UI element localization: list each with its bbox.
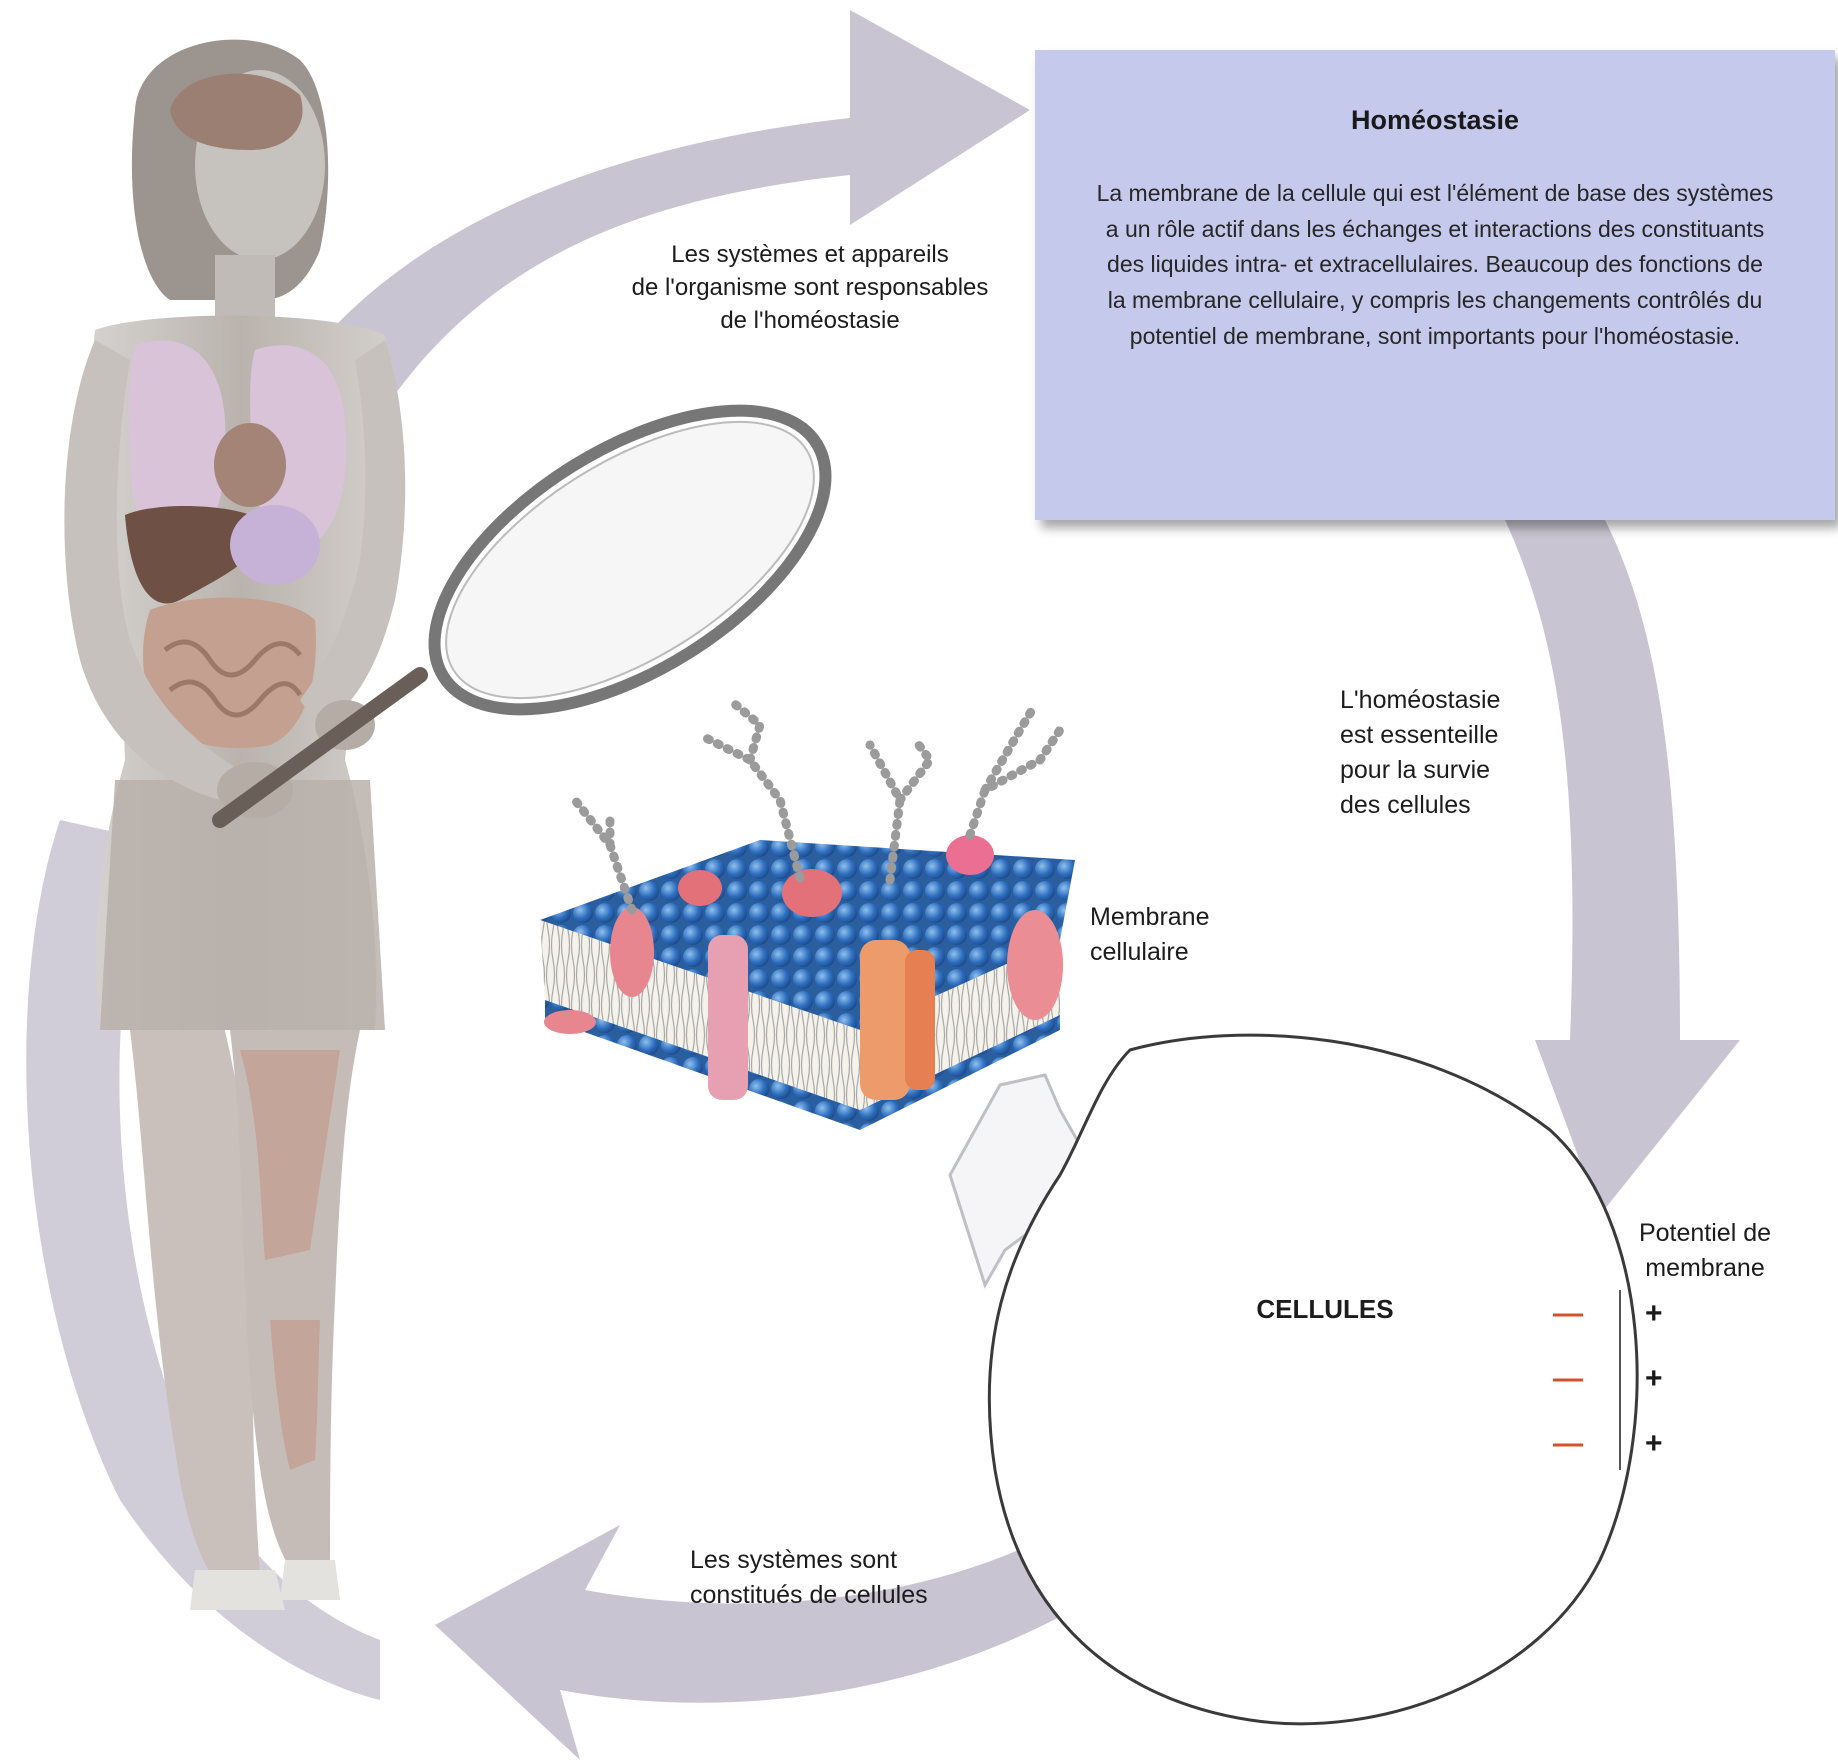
cell-membrane-illustration [540, 700, 1075, 1130]
channel-protein [860, 940, 910, 1100]
membrane-protein [946, 835, 994, 875]
glycan-chain [970, 705, 1060, 835]
membrane-protein [610, 907, 654, 997]
arrow-to-cells [1505, 520, 1740, 1215]
positive-charge: + [1645, 1362, 1663, 1396]
cells-label: CELLULES [1215, 1292, 1435, 1328]
negative-charge: — [1553, 1297, 1583, 1331]
label-homeostasis-essential: L'homéostasie est essenteille pour la su… [1340, 683, 1570, 823]
negative-charge: — [1553, 1362, 1583, 1396]
positive-charge: + [1645, 1427, 1663, 1461]
label-cell-membrane: Membrane cellulaire [1090, 900, 1290, 970]
membrane-protein [1007, 910, 1063, 1020]
membrane-protein [782, 869, 842, 917]
label-systems-responsible: Les systèmes et appareils de l'organisme… [575, 238, 1045, 337]
membrane-protein [678, 870, 722, 906]
label-systems-made-of-cells: Les systèmes sont constitués de cellules [690, 1543, 1010, 1613]
homeostasis-info-box: Homéostasie La membrane de la cellule qu… [1035, 50, 1835, 520]
positive-charge: + [1645, 1297, 1663, 1331]
label-membrane-potential: Potentiel de membrane [1605, 1216, 1805, 1286]
homeostasis-description: La membrane de la cellule qui est l'élém… [1095, 176, 1775, 354]
negative-charge: — [1553, 1427, 1583, 1461]
membrane-protein [544, 1010, 596, 1034]
channel-protein [905, 950, 935, 1090]
homeostasis-title: Homéostasie [1095, 105, 1775, 136]
channel-protein [708, 935, 748, 1100]
cell-circle [989, 1035, 1637, 1724]
